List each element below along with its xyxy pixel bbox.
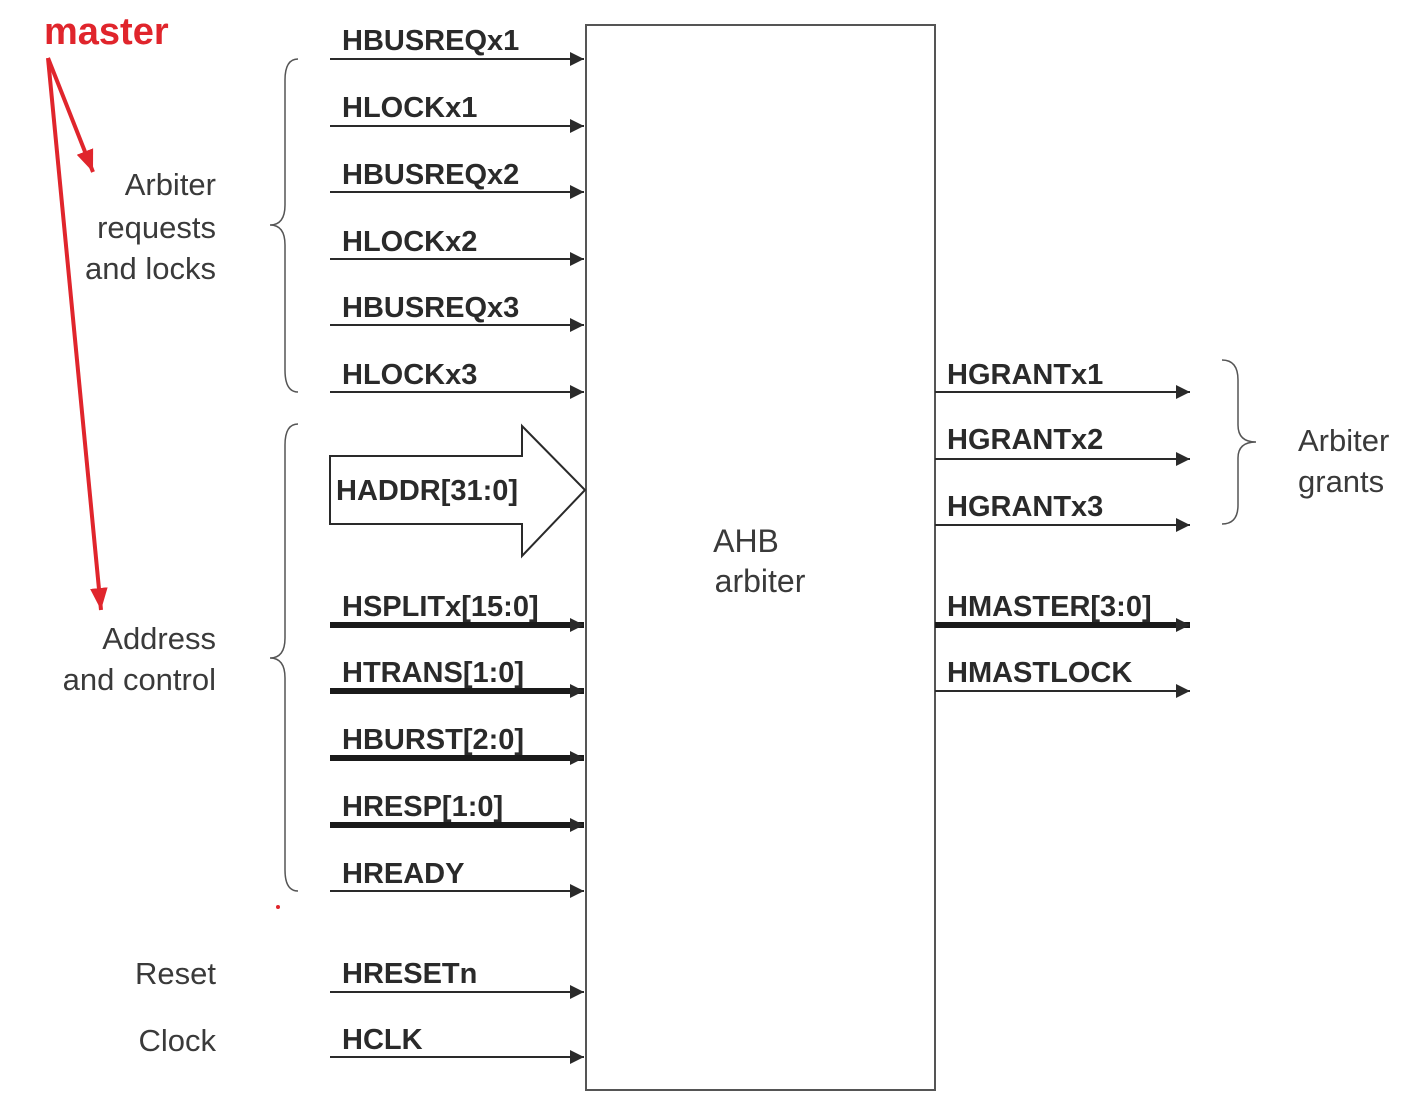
signal-hbusreqx3: HBUSREQx3 — [330, 292, 584, 332]
signal-hburst: HBURST[2:0] — [330, 724, 584, 765]
signal-hlockx3: HLOCKx3 — [330, 359, 584, 399]
signal-hmastlock: HMASTLOCK — [935, 657, 1190, 698]
signal-hsplitx: HSPLITx[15:0] — [330, 591, 584, 632]
signal-hgrantx1: HGRANTx1 — [935, 359, 1190, 399]
signal-hlockx1: HLOCKx1 — [330, 92, 584, 133]
group-address-label: Address and control — [63, 621, 216, 697]
signal-htrans: HTRANS[1:0] — [330, 657, 584, 698]
signal-haddr: HADDR[31:0] — [329, 423, 587, 559]
signal-hbusreqx1: HBUSREQx1 — [330, 25, 584, 66]
annotation-arrow — [46, 57, 95, 173]
group-grants-label: Arbiter grants — [1298, 423, 1389, 499]
group-label-line: requests — [97, 210, 216, 245]
signal-label: HMASTER[3:0] — [947, 591, 1152, 623]
signal-label: HGRANTx1 — [947, 359, 1103, 391]
signal-label: HBURST[2:0] — [342, 724, 524, 756]
input-signals: HBUSREQx1 HLOCKx1 HBUSREQx2 HLOCKx2 HBUS… — [329, 25, 587, 1064]
signal-hmaster: HMASTER[3:0] — [935, 591, 1190, 632]
signal-label: HREADY — [342, 858, 464, 890]
brace-address — [269, 423, 299, 892]
group-clock-label: Clock — [138, 1023, 216, 1058]
annotation-label: master — [44, 11, 169, 53]
signal-label: HBUSREQx2 — [342, 159, 519, 191]
signal-label: HRESP[1:0] — [342, 791, 503, 823]
signal-hresetn: HRESETn — [330, 958, 584, 999]
wide-bus-arrow — [329, 423, 587, 559]
signal-hgrantx3: HGRANTx3 — [935, 491, 1190, 532]
signal-label: HRESETn — [342, 958, 477, 990]
group-label-line: grants — [1298, 464, 1384, 499]
signal-label: HCLK — [342, 1024, 423, 1056]
signal-label: HADDR[31:0] — [336, 475, 518, 507]
annotation-arrow — [46, 57, 108, 611]
arbiter-block — [585, 24, 936, 1091]
group-label-line: and control — [63, 662, 216, 697]
signal-hresp: HRESP[1:0] — [330, 791, 584, 832]
signal-label: HTRANS[1:0] — [342, 657, 524, 689]
signal-label: HLOCKx3 — [342, 359, 477, 391]
signal-hbusreqx2: HBUSREQx2 — [330, 159, 584, 199]
group-reset-label: Reset — [135, 956, 216, 991]
signal-label: HBUSREQx3 — [342, 292, 519, 324]
signal-label: HBUSREQx1 — [342, 25, 519, 57]
signal-hclk: HCLK — [330, 1024, 584, 1064]
group-label-line: Address — [102, 621, 216, 656]
output-signals: HGRANTx1 HGRANTx2 HGRANTx3 HMASTER[3:0] … — [935, 359, 1190, 698]
brace-requests — [269, 58, 299, 393]
signal-hlockx2: HLOCKx2 — [330, 226, 584, 266]
block-title-line2: arbiter — [715, 563, 806, 599]
signal-label: HGRANTx3 — [947, 491, 1103, 523]
block-title-line1: AHB — [713, 523, 779, 559]
brace-grants — [1221, 359, 1257, 525]
master-annotation: master — [44, 11, 280, 909]
signal-label: HSPLITx[15:0] — [342, 591, 539, 623]
group-label-line: Arbiter — [125, 167, 216, 202]
group-requests-label: Arbiter requests and locks — [85, 167, 216, 286]
signal-label: HGRANTx2 — [947, 424, 1103, 456]
signal-hgrantx2: HGRANTx2 — [935, 424, 1190, 466]
signal-label: HLOCKx2 — [342, 226, 477, 258]
group-label-line: Arbiter — [1298, 423, 1389, 458]
signal-label: HMASTLOCK — [947, 657, 1132, 689]
group-label-line: and locks — [85, 251, 216, 286]
signal-hready: HREADY — [330, 858, 584, 898]
signal-label: HLOCKx1 — [342, 92, 477, 124]
annotation-dot — [276, 905, 280, 909]
